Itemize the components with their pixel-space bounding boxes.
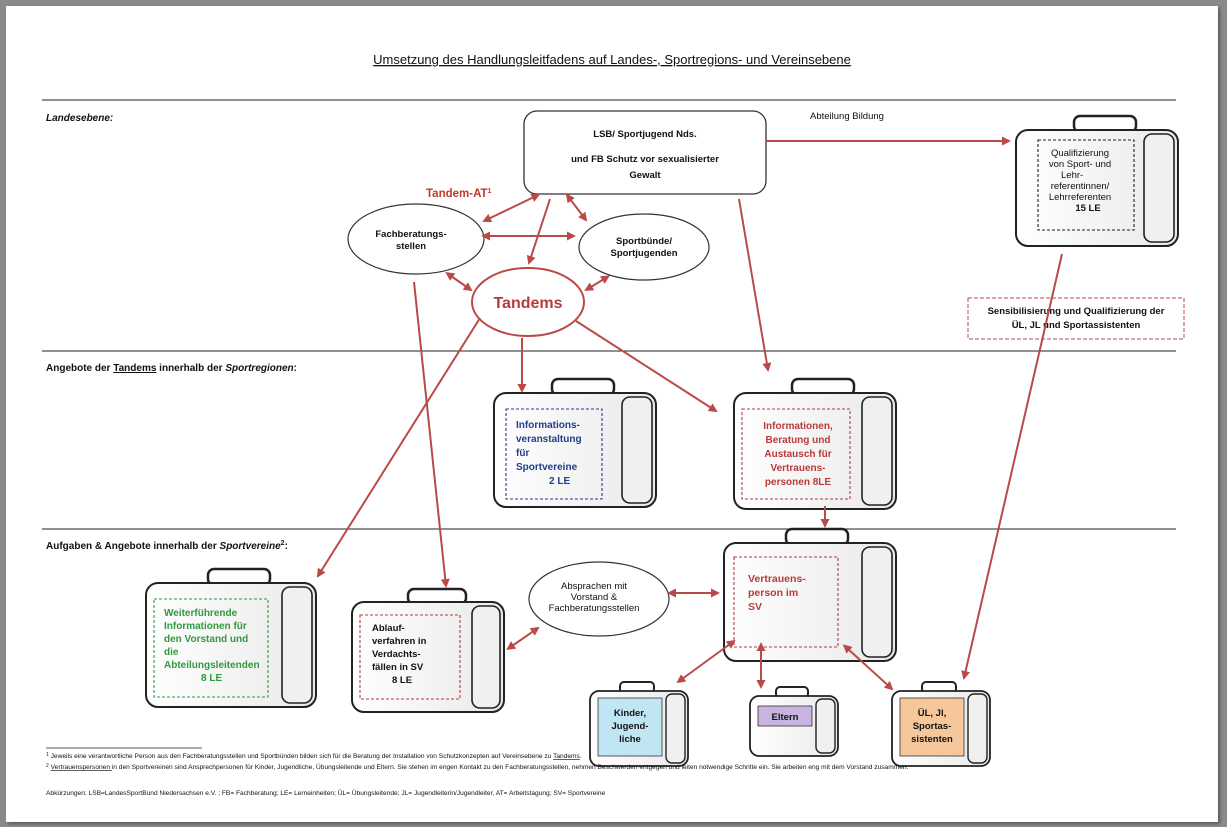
svg-text:Jugend-: Jugend- [612, 721, 649, 732]
abbreviations: Abkürzungen: LSB=LandesSportBund Nieders… [46, 789, 606, 797]
svg-text:Fachberatungs-: Fachberatungs- [375, 229, 446, 240]
svg-text:stellen: stellen [396, 241, 426, 252]
oval-sportbuende: Sportbünde/ Sportjugenden [578, 213, 710, 281]
svg-text:Kinder,: Kinder, [614, 708, 646, 719]
svg-text:sistenten: sistenten [911, 734, 953, 745]
svg-text:Abteilungsleitenden: Abteilungsleitenden [164, 660, 260, 671]
svg-text:LSB/ Sportjugend Nds.: LSB/ Sportjugend Nds. [593, 129, 696, 140]
svg-text:die: die [164, 647, 179, 658]
case-weiterfuehrende-info: Weiterführende Informationen für den Vor… [145, 567, 317, 708]
oval-absprachen: Absprachen mit Vorstand & Fachberatungss… [528, 561, 670, 637]
arrow-lsb-sportbuende [565, 193, 588, 222]
svg-text:Vertrauens-: Vertrauens- [770, 463, 825, 474]
connector-arrows [316, 136, 1063, 691]
section-label-tandems: Angebote der Tandems innerhalb der Sport… [46, 363, 297, 374]
svg-text:von Sport- und: von Sport- und [1049, 159, 1111, 170]
page-title: Umsetzung des Handlungsleitfadens auf La… [373, 52, 851, 67]
svg-text:Austausch für: Austausch für [764, 449, 831, 460]
arrow-sportbuende-tandems [584, 275, 610, 292]
svg-text:Informations-: Informations- [516, 420, 580, 431]
svg-text:SV: SV [748, 601, 762, 613]
sensibilisierung-box: Sensibilisierung und Qualifizierung der … [967, 297, 1185, 340]
section-label-vereine: Aufgaben & Angebote innerhalb der Sportv… [46, 540, 288, 552]
section-label-landesebene: Landesebene: [46, 113, 113, 124]
arrow-lsb-fachberatung [482, 193, 541, 223]
arrow-vertrauensperson-uel [842, 644, 894, 691]
svg-text:Sportbünde/: Sportbünde/ [616, 236, 672, 247]
svg-text:Informationen,: Informationen, [763, 421, 833, 432]
arrow-tandems-to-info-beratung [575, 320, 718, 413]
svg-text:den Vorstand und: den Vorstand und [164, 634, 248, 645]
svg-text:2 LE: 2 LE [549, 476, 570, 487]
tandem-at-label: Tandem-AT1 [426, 188, 492, 200]
footnote-2: 2 Vertrauenspersonen in den Sportvereine… [46, 763, 909, 771]
svg-text:15 LE: 15 LE [1075, 203, 1100, 214]
svg-text:Sensibilisierung und Qualifizi: Sensibilisierung und Qualifizierung der [988, 306, 1165, 317]
case-informationsveranstaltung: Informations- veranstaltung für Sportver… [493, 377, 657, 508]
svg-text:Qualifizierung: Qualifizierung [1051, 148, 1109, 159]
oval-tandems: Tandems [471, 267, 585, 337]
oval-fachberatungsstellen: Fachberatungs- stellen [347, 203, 485, 275]
document-page: Umsetzung des Handlungsleitfadens auf La… [6, 6, 1218, 822]
diagram-canvas: Umsetzung des Handlungsleitfadens auf La… [42, 52, 1185, 797]
svg-text:Tandems: Tandems [493, 295, 562, 312]
svg-text:Sportjugenden: Sportjugenden [610, 248, 677, 259]
svg-text:Lehr-: Lehr- [1061, 170, 1083, 181]
svg-text:Lehrreferenten: Lehrreferenten [1049, 192, 1111, 203]
arrow-lsb-to-info-beratung [738, 198, 772, 372]
case-kinder: Kinder, Jugend- liche [589, 681, 689, 767]
arrow-tandems-to-weiterfuehrend [316, 317, 481, 578]
svg-text:Absprachen mit: Absprachen mit [561, 581, 627, 592]
case-eltern: Eltern [749, 686, 839, 757]
svg-text:ÜL, Jl,: ÜL, Jl, [918, 708, 947, 719]
svg-text:Fachberatungsstellen: Fachberatungsstellen [549, 603, 640, 614]
svg-text:Weiterführende: Weiterführende [164, 608, 238, 619]
case-info-beratung: Informationen, Beratung und Austausch fü… [733, 377, 897, 510]
arrow-vertrauensperson-kinder [676, 639, 736, 684]
svg-text:und FB Schutz vor sexualisiert: und FB Schutz vor sexualisierter [571, 154, 719, 165]
svg-text:Sportas-: Sportas- [913, 721, 952, 732]
svg-text:Gewalt: Gewalt [629, 170, 661, 181]
svg-text:Eltern: Eltern [772, 712, 799, 723]
svg-text:für: für [516, 448, 529, 459]
svg-text:Vorstand &: Vorstand & [571, 592, 618, 603]
svg-text:8 LE: 8 LE [201, 673, 222, 684]
svg-text:Informationen für: Informationen für [164, 621, 247, 632]
footnote-1: 1 Jeweils eine verantwortliche Person au… [46, 752, 582, 760]
svg-text:Vertrauens-: Vertrauens- [748, 573, 806, 585]
arrow-fachberatung-to-ablauf [413, 281, 450, 588]
svg-text:Ablauf-: Ablauf- [372, 623, 405, 634]
arrow-qualifizierung-to-uel [961, 253, 1063, 680]
svg-text:8 LE: 8 LE [392, 675, 412, 686]
svg-text:referentinnen/: referentinnen/ [1051, 181, 1110, 192]
svg-text:Sportvereine: Sportvereine [516, 462, 578, 473]
lsb-box: LSB/ Sportjugend Nds. und FB Schutz vor … [523, 110, 767, 195]
svg-text:personen 8LE: personen 8LE [765, 477, 831, 488]
arrow-ablauf-absprachen [506, 626, 540, 650]
svg-text:fällen in SV: fällen in SV [372, 662, 424, 673]
svg-text:person im: person im [748, 587, 798, 599]
svg-text:ÜL, JL und Sportassistenten: ÜL, JL und Sportassistenten [1012, 320, 1141, 331]
arrow-lsb-to-tandems [526, 198, 551, 265]
abteilung-bildung-label: Abteilung Bildung [810, 111, 884, 122]
svg-text:liche: liche [619, 734, 641, 745]
svg-text:Beratung und: Beratung und [766, 435, 831, 446]
svg-text:Verdachts-: Verdachts- [372, 649, 421, 660]
case-uebungsleitende: ÜL, Jl, Sportas- sistenten [891, 681, 991, 767]
svg-text:veranstaltung: veranstaltung [516, 434, 582, 445]
case-qualifizierung: Qualifizierung von Sport- und Lehr- refe… [1015, 114, 1179, 247]
case-ablaufverfahren: Ablauf- verfahren in Verdachts- fällen i… [351, 587, 505, 713]
case-vertrauensperson: Vertrauens- person im SV [723, 527, 897, 662]
svg-text:verfahren in: verfahren in [372, 636, 427, 647]
arrow-fachberatung-tandems [445, 271, 473, 292]
